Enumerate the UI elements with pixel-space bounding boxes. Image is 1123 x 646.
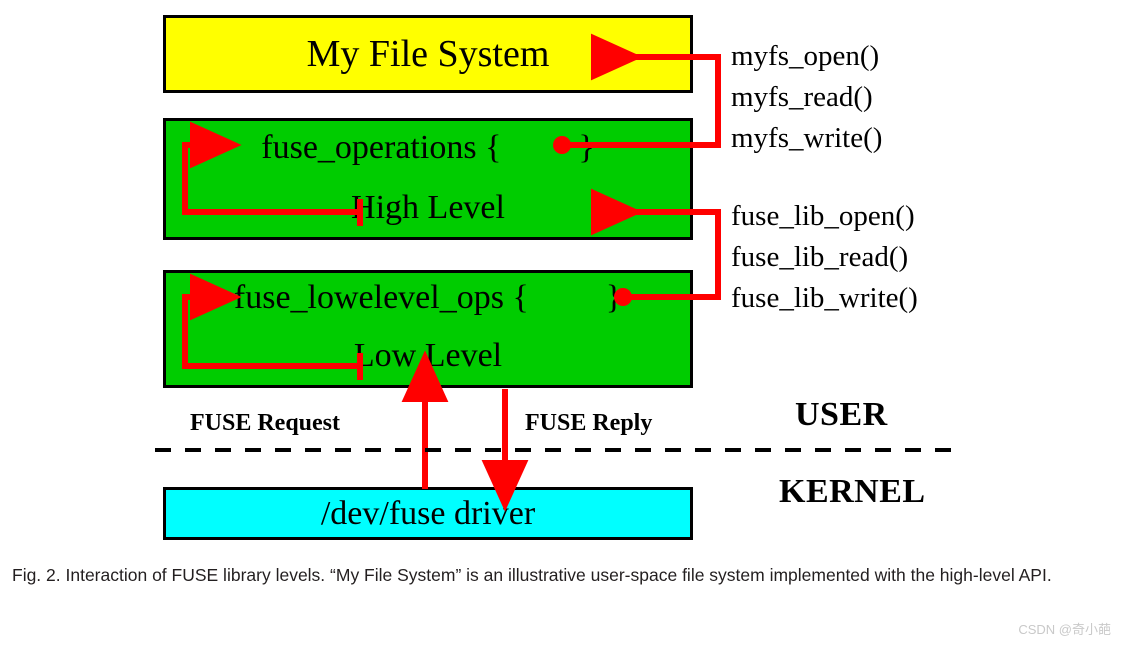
- call-label: myfs_open(): [731, 40, 880, 72]
- low-level-contents: fuse_lowelevel_ops { } Low Level: [166, 273, 690, 385]
- call-label: myfs_write(): [731, 122, 883, 154]
- high-level-contents: fuse_operations { } High Level: [166, 121, 690, 237]
- csdn-watermark: CSDN @奇小葩: [1018, 622, 1111, 637]
- open-brace: {: [485, 129, 502, 166]
- call-label: myfs_read(): [731, 81, 873, 113]
- my-file-system-box: My File System: [163, 15, 693, 93]
- figure-caption: Fig. 2. Interaction of FUSE library leve…: [12, 565, 1052, 585]
- fuse-operations-name: fuse_operations: [261, 129, 477, 166]
- dev-fuse-driver-label: /dev/fuse driver: [320, 494, 536, 532]
- open-brace: {: [512, 279, 529, 316]
- myfs-calls-list: myfs_open() myfs_read() myfs_write(): [731, 36, 882, 159]
- fuse-request-label: FUSE Request: [190, 410, 341, 436]
- dev-fuse-driver-box: /dev/fuse driver: [163, 487, 693, 540]
- call-label: fuse_lib_read(): [731, 241, 909, 273]
- high-level-box: fuse_operations { } High Level: [163, 118, 693, 240]
- call-label: fuse_lib_write(): [731, 282, 918, 314]
- low-level-box: fuse_lowelevel_ops { } Low Level: [163, 270, 693, 388]
- fuse-lowlevel-ops-struct: fuse_lowelevel_ops { }: [166, 279, 690, 317]
- user-space-label: USER: [795, 396, 888, 433]
- fuse-operations-struct: fuse_operations { }: [166, 129, 690, 167]
- call-label: fuse_lib_open(): [731, 200, 915, 232]
- fuse-lib-calls-list: fuse_lib_open() fuse_lib_read() fuse_lib…: [731, 196, 918, 319]
- high-level-title: High Level: [351, 189, 505, 226]
- kernel-space-label: KERNEL: [779, 473, 926, 510]
- fuse-reply-label: FUSE Reply: [525, 410, 653, 436]
- my-file-system-label: My File System: [306, 33, 550, 75]
- close-brace: }: [578, 129, 595, 166]
- low-level-title: Low Level: [353, 337, 503, 374]
- fuse-lowlevel-ops-name: fuse_lowelevel_ops: [233, 279, 504, 316]
- close-brace: }: [605, 279, 623, 316]
